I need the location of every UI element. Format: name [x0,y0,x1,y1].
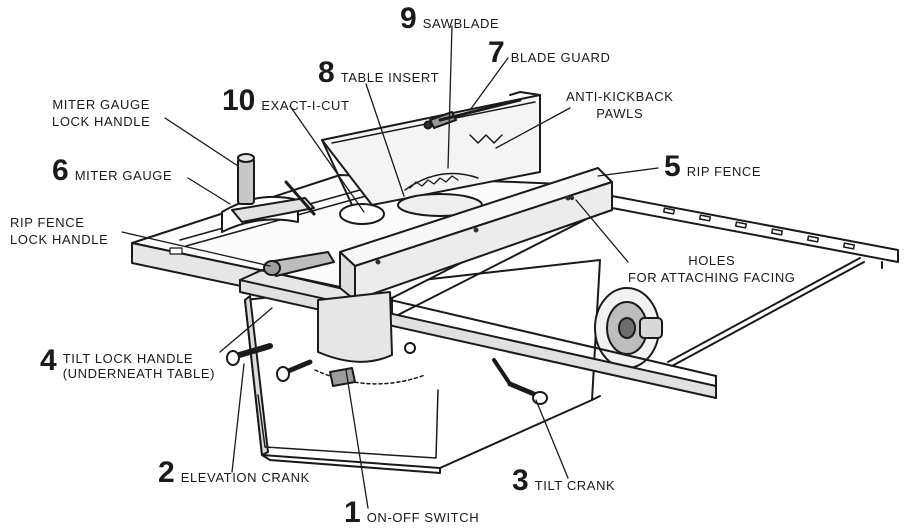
label-sawblade: 9 SAWBLADE [400,4,499,34]
label-tilt-lock-handle: 4 TILT LOCK HANDLE (UNDERNEATH TABLE) [40,346,215,382]
rip-fence-lock-handle [263,251,335,277]
label-text: TABLE INSERT [340,70,440,85]
motor [594,287,663,369]
label-line: HOLES [688,253,736,268]
label-number: 3 [512,464,529,497]
label-miter-gauge-lock-handle: MITER GAUGE LOCK HANDLE [52,96,150,130]
label-number: 1 [344,496,361,529]
label-text: MITER GAUGE [74,168,173,183]
label-line: FOR ATTACHING FACING [628,270,796,285]
tilt-crank [492,358,548,405]
label-number: 7 [488,36,505,69]
label-line: ANTI-KICKBACK [566,89,674,104]
label-on-off-switch: 1 ON-OFF SWITCH [344,498,479,528]
label-number: 9 [400,2,417,35]
label-elevation-crank: 2 ELEVATION CRANK [158,458,310,488]
label-number: 2 [158,456,175,489]
label-blade-guard: 7 BLADE GUARD [488,38,610,68]
label-text: SAWBLADE [422,16,500,31]
label-text: TILT CRANK [534,478,616,493]
label-table-insert: 8 TABLE INSERT [318,58,439,88]
label-rip-fence: 5 RIP FENCE [664,152,761,182]
label-text: ON-OFF SWITCH [366,510,480,525]
label-rip-fence-lock-handle: RIP FENCE LOCK HANDLE [10,214,108,248]
label-miter-gauge: 6 MITER GAUGE [52,156,172,186]
label-tilt-crank: 3 TILT CRANK [512,466,615,496]
arbor-housing [314,291,426,387]
label-number: 8 [318,56,335,89]
label-line: RIP FENCE [10,215,85,230]
label-text-secondary: (UNDERNEATH TABLE) [62,365,216,381]
label-anti-kickback-pawls: ANTI-KICKBACK PAWLS [566,88,673,122]
label-line: LOCK HANDLE [52,114,151,129]
label-text: TILT LOCK HANDLE [62,351,194,366]
label-number: 5 [664,150,681,183]
miter-gauge [221,153,316,233]
label-number: 10 [222,84,256,117]
label-line: LOCK HANDLE [10,232,109,247]
label-text: EXACT-I-CUT [261,98,350,113]
label-text: ELEVATION CRANK [180,470,310,485]
leader-lines [121,25,659,509]
label-line: MITER GAUGE [52,97,150,112]
label-line: PAWLS [596,106,644,121]
label-holes-for-attaching-facing: HOLES FOR ATTACHING FACING [628,252,796,286]
label-number: 6 [52,154,69,187]
table-insert [339,193,483,225]
label-number: 4 [40,344,57,377]
label-text: BLADE GUARD [510,50,611,65]
label-exact-i-cut: 10 EXACT-I-CUT [222,86,350,116]
rip-fence [339,167,613,301]
label-text: RIP FENCE [686,164,762,179]
tilt-lock-handle [226,343,313,382]
